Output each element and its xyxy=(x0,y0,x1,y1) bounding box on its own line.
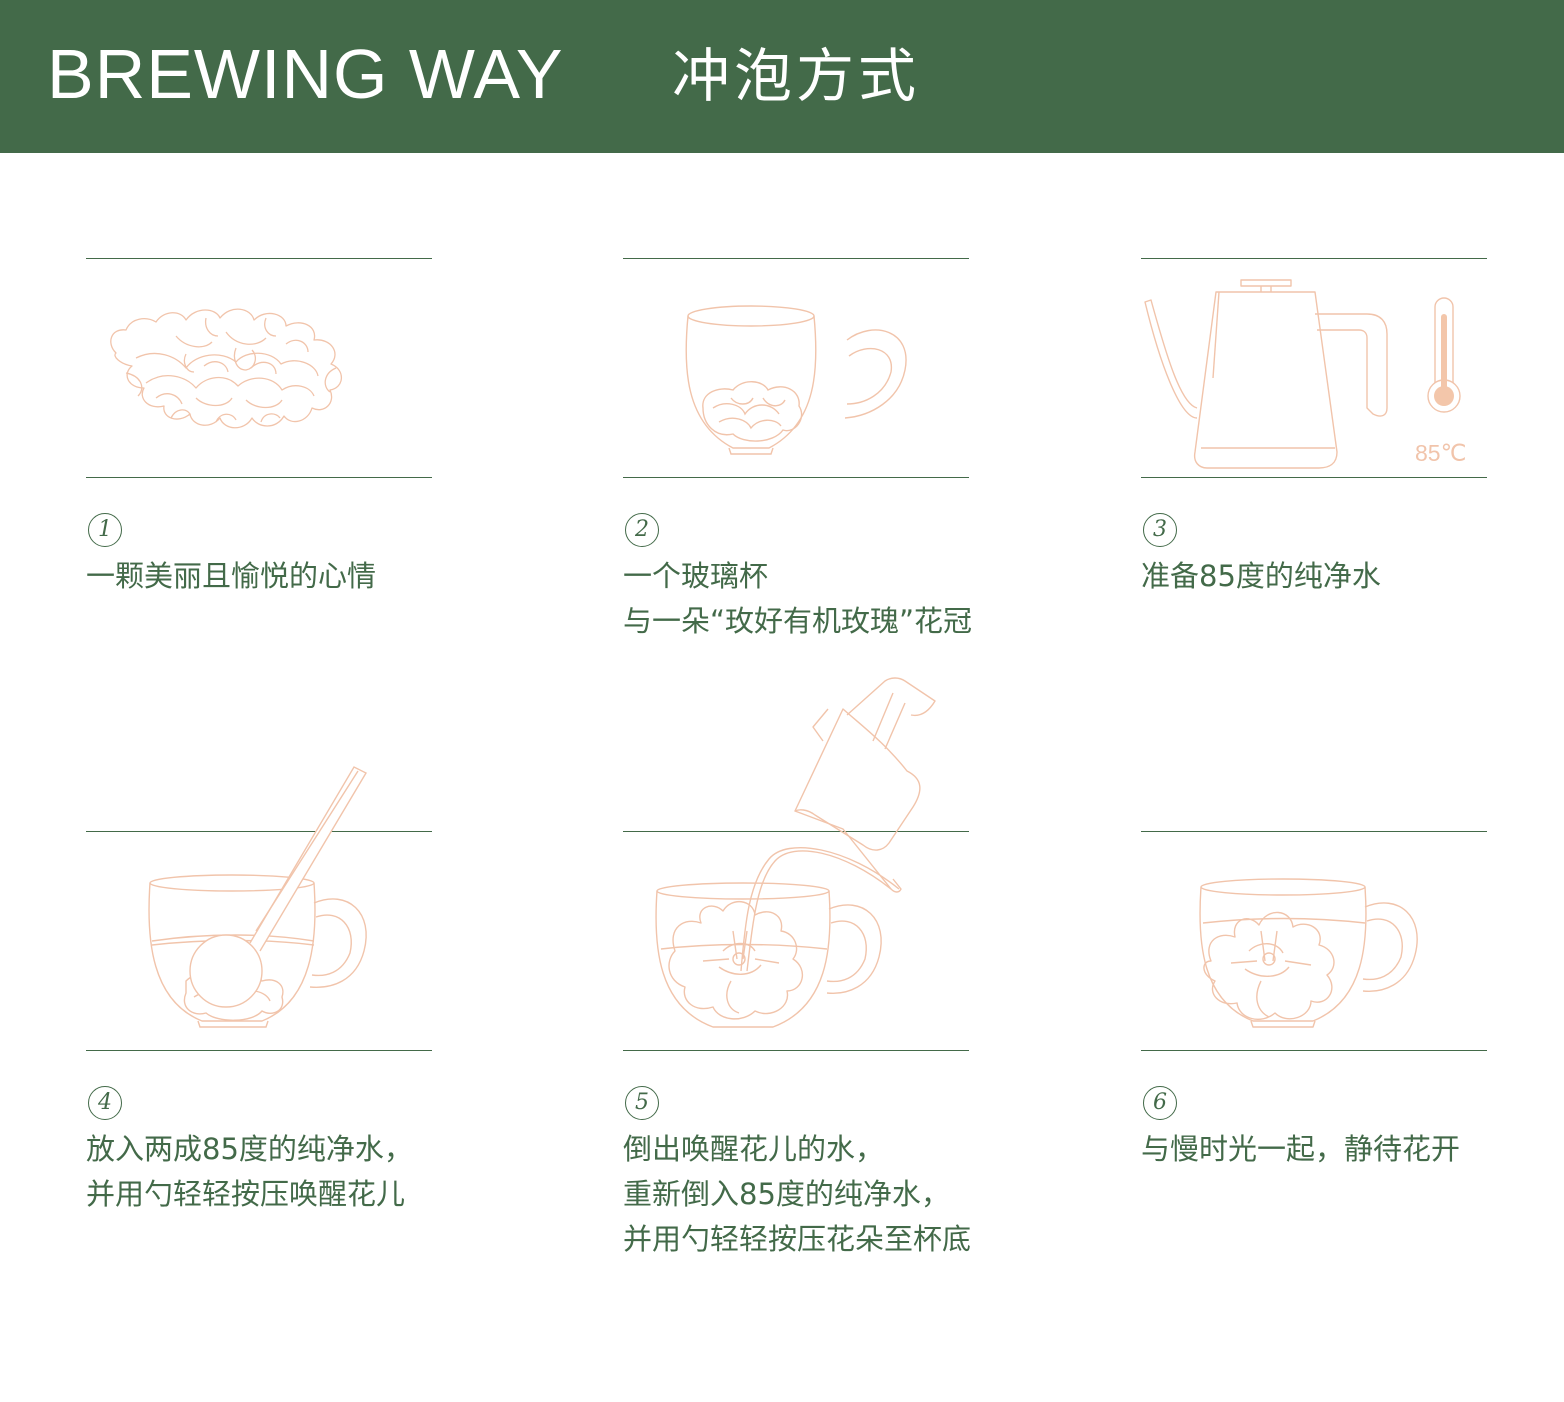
step-6-description: 与慢时光一起，静待花开 xyxy=(1141,1127,1564,1172)
divider-top xyxy=(1141,831,1487,832)
glass-cup-with-rose-illustration xyxy=(685,305,907,455)
divider-top xyxy=(1141,258,1487,259)
cup-with-spoon-illustration xyxy=(148,766,367,1028)
divider-bottom xyxy=(86,1050,432,1051)
step-number-3: 3 xyxy=(1143,513,1177,547)
divider-top xyxy=(623,258,969,259)
step-5-line-2: 重新倒入85度的纯净水， xyxy=(623,1177,950,1211)
divider-bottom xyxy=(1141,477,1487,478)
step-2-line-1: 一个玻璃杯 xyxy=(623,559,769,593)
blooming-rose-in-cup-illustration xyxy=(1199,878,1418,1028)
step-1-line-1: 一颗美丽且愉悦的心情 xyxy=(86,559,377,593)
step-number-2: 2 xyxy=(625,513,659,547)
step-6-line-1: 与慢时光一起，静待花开 xyxy=(1141,1132,1461,1166)
divider-top xyxy=(86,258,432,259)
step-5-description: 倒出唤醒花儿的水， 重新倒入85度的纯净水， 并用勺轻轻按压花朵至杯底 xyxy=(623,1127,1083,1262)
step-3-line-1: 准备85度的纯净水 xyxy=(1141,559,1381,593)
step-number-6: 6 xyxy=(1143,1086,1177,1120)
divider-top xyxy=(623,831,969,832)
step-2-line-2: 与一朵“玫好有机玫瑰”花冠 xyxy=(623,604,973,638)
step-number-5: 5 xyxy=(625,1086,659,1120)
divider-bottom xyxy=(86,477,432,478)
step-2-description: 一个玻璃杯 与一朵“玫好有机玫瑰”花冠 xyxy=(623,554,1083,644)
page-header: BREWING WAY 冲泡方式 xyxy=(0,0,1564,153)
thermometer-icon xyxy=(1427,297,1461,413)
step-4-description: 放入两成85度的纯净水， 并用勺轻轻按压唤醒花儿 xyxy=(86,1127,546,1217)
step-5-line-3: 并用勺轻轻按压花朵至杯底 xyxy=(623,1222,972,1256)
step-number-1: 1 xyxy=(88,513,122,547)
divider-top xyxy=(86,831,432,832)
divider-bottom xyxy=(1141,1050,1487,1051)
step-number-4: 4 xyxy=(88,1086,122,1120)
step-4-line-2: 并用勺轻轻按压唤醒花儿 xyxy=(86,1177,406,1211)
pouring-kettle-into-cup-illustration xyxy=(655,677,936,1028)
step-3-description: 准备85度的纯净水 xyxy=(1141,554,1564,599)
divider-bottom xyxy=(623,477,969,478)
step-1-description: 一颗美丽且愉悦的心情 xyxy=(86,554,546,599)
step-5-line-1: 倒出唤醒花儿的水， xyxy=(623,1132,885,1166)
title-chinese: 冲泡方式 xyxy=(672,42,921,110)
step-4-line-1: 放入两成85度的纯净水， xyxy=(86,1132,413,1166)
title-english: BREWING WAY xyxy=(47,35,564,113)
gooseneck-kettle-illustration: 85℃ xyxy=(1144,279,1466,469)
temperature-label: 85℃ xyxy=(1415,440,1466,466)
divider-bottom xyxy=(623,1050,969,1051)
dried-rose-petals-illustration xyxy=(110,308,343,429)
